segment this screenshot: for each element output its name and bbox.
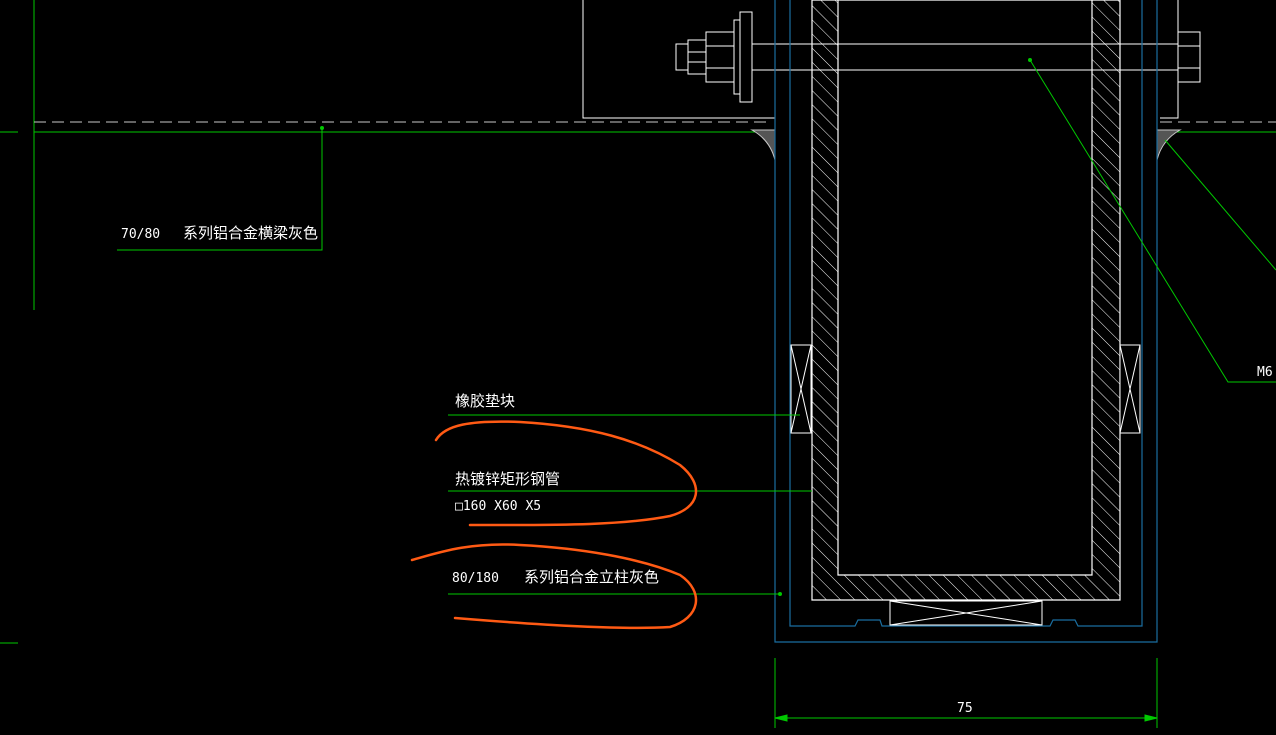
leader-bolt <box>1028 58 1276 383</box>
bolt-assembly <box>675 11 1201 103</box>
leader-mullion <box>448 592 782 596</box>
dimension-line <box>774 658 1158 728</box>
rubber-pad-left <box>790 344 812 434</box>
sealant-bead-right <box>1156 129 1182 161</box>
rubber-pad-bottom <box>889 600 1043 626</box>
left-frame-lines <box>0 0 35 644</box>
crossbeam-size-label: 70/80 <box>121 227 160 242</box>
markup-ellipse-steel-tube <box>434 420 698 527</box>
rubber-pad-label: 橡胶垫块 <box>455 392 515 410</box>
steel-tube-size-label: □160 X60 X5 <box>455 499 541 514</box>
leader-sealant-right <box>1164 139 1276 271</box>
connecting-bracket <box>582 0 1179 119</box>
mullion-desc-label: 系列铝合金立柱灰色 <box>524 568 659 586</box>
crossbeam-desc-label: 系列铝合金横梁灰色 <box>183 224 318 242</box>
steel-rectangular-tube <box>811 0 1121 601</box>
mullion-size-label: 80/180 <box>452 571 499 586</box>
aluminum-mullion-profile <box>774 0 1158 643</box>
leader-crossbeam <box>117 126 324 251</box>
bolt-label: M6 <box>1257 365 1273 380</box>
markup-ellipse-mullion <box>410 543 698 630</box>
steel-tube-label: 热镀锌矩形钢管 <box>455 470 560 488</box>
dimension-value: 75 <box>957 701 973 716</box>
crossbeam-edge <box>34 121 1276 133</box>
sealant-bead-left <box>750 129 776 161</box>
rubber-pad-right <box>1119 344 1141 434</box>
